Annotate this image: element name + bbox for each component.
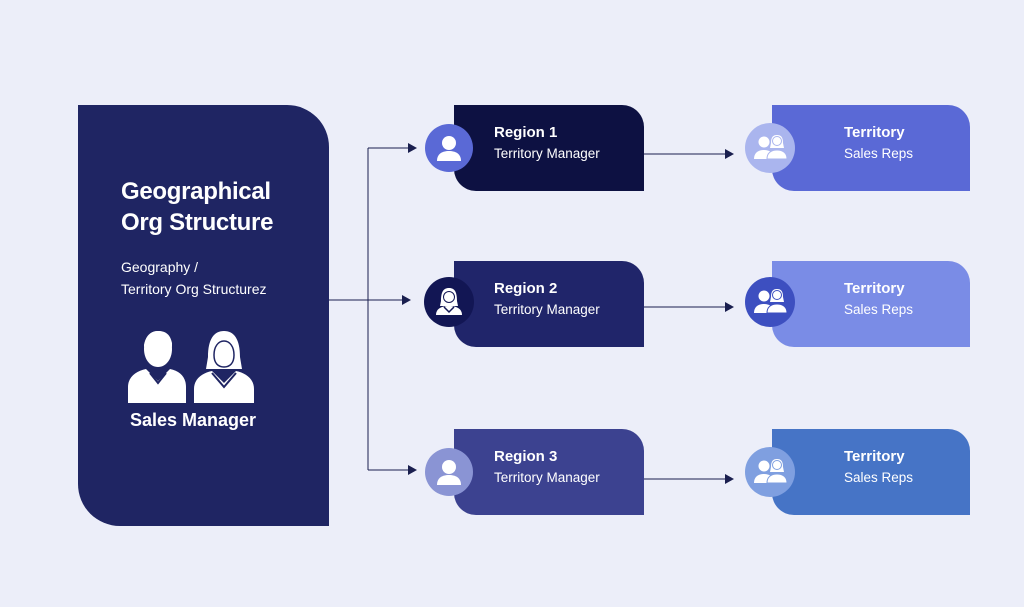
region-title: Region 3	[494, 448, 558, 465]
territory-card-3: Territory Sales Reps	[772, 429, 970, 515]
territory-title: Territory	[844, 280, 905, 297]
main-title-line-1: Geographical	[121, 178, 271, 205]
region-card-2: Region 2 Territory Manager	[454, 261, 644, 347]
territory-title: Territory	[844, 124, 905, 141]
territory-avatar-3	[745, 447, 795, 497]
male-person-icon	[437, 136, 461, 161]
region-avatar-1	[425, 124, 473, 172]
territory-avatar-2	[745, 277, 795, 327]
person-group-icon	[754, 135, 788, 160]
region-title: Region 1	[494, 124, 558, 141]
person-group-icon	[754, 289, 788, 314]
region-avatar-3	[425, 448, 473, 496]
main-title-line-2: Org Structure	[121, 209, 274, 236]
sales-manager-label: Sales Manager	[129, 410, 257, 430]
main-subtitle-line-2: Territory Org Structurez	[121, 281, 267, 297]
region-subtitle: Territory Manager	[494, 470, 600, 485]
region-title: Region 2	[494, 280, 558, 297]
region-card-3: Region 3 Territory Manager	[454, 429, 644, 515]
main-org-card: Geographical Org Structure Geography / T…	[78, 105, 329, 526]
sales-manager-pair-icon	[128, 331, 254, 403]
territory-title: Territory	[844, 448, 905, 465]
territory-subtitle: Sales Reps	[844, 470, 914, 485]
main-subtitle: Geography / Territory Org Structurez	[121, 256, 321, 300]
territory-avatar-1	[745, 123, 795, 173]
territory-subtitle: Sales Reps	[844, 146, 914, 161]
female-person-icon	[436, 288, 462, 315]
main-title: Geographical Org Structure	[121, 176, 321, 238]
region-avatar-2	[424, 277, 474, 327]
territory-card-1: Territory Sales Reps	[772, 105, 970, 191]
territory-card-2: Territory Sales Reps	[772, 261, 970, 347]
main-subtitle-line-1: Geography /	[121, 259, 199, 275]
person-group-icon	[754, 459, 788, 484]
region-card-1: Region 1 Territory Manager	[454, 105, 644, 191]
region-subtitle: Territory Manager	[494, 146, 600, 161]
region-subtitle: Territory Manager	[494, 302, 600, 317]
male-person-icon	[437, 460, 461, 485]
territory-subtitle: Sales Reps	[844, 302, 914, 317]
